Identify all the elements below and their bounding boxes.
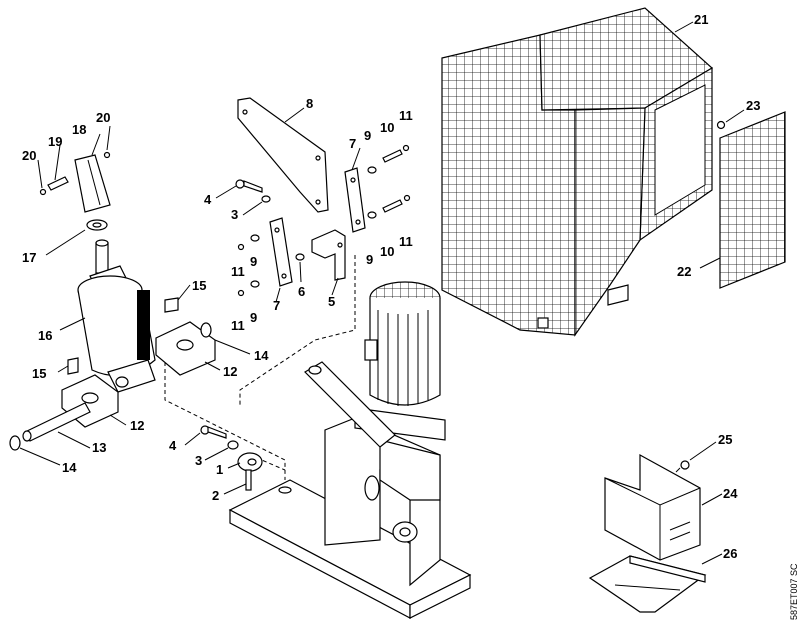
label-10a: 10 <box>380 120 394 135</box>
lever-arm <box>304 361 396 448</box>
drawing-code: 587ET007 SC <box>789 563 799 620</box>
clip-11a <box>402 144 410 152</box>
label-9c: 9 <box>250 254 257 269</box>
label-9d: 9 <box>250 310 257 325</box>
hex-bolt-bottom <box>200 425 227 439</box>
angle-bracket <box>311 229 346 281</box>
label-7b: 7 <box>273 298 280 313</box>
assembly-guide-lines <box>164 255 356 480</box>
leader-lines <box>19 21 745 565</box>
pin-10b <box>382 199 403 213</box>
washer-bottom <box>227 440 239 450</box>
bushing-9a <box>367 166 377 174</box>
label-10b: 10 <box>380 244 394 259</box>
clamp-block-upper <box>155 297 216 376</box>
label-8: 8 <box>306 96 313 111</box>
label-9a: 9 <box>364 128 371 143</box>
label-22: 22 <box>677 264 691 279</box>
circlip-14b <box>9 435 21 451</box>
label-11b: 11 <box>399 234 413 249</box>
label-14a: 14 <box>254 348 269 363</box>
chip-tray <box>588 555 707 613</box>
pin-19 <box>47 176 69 191</box>
flat-link-right <box>344 167 366 233</box>
label-15b: 15 <box>32 366 46 381</box>
label-6: 6 <box>298 284 305 299</box>
label-15a: 15 <box>192 278 206 293</box>
roller-1 <box>237 452 263 472</box>
label-1: 1 <box>216 462 223 477</box>
label-20b: 20 <box>96 110 110 125</box>
clip-20a <box>39 188 47 196</box>
clevis-fork <box>74 154 111 213</box>
label-18: 18 <box>72 122 86 137</box>
washer-top <box>261 195 271 203</box>
label-21: 21 <box>694 12 708 27</box>
bushing-6 <box>295 253 305 261</box>
bracket-plate <box>237 97 329 213</box>
circlip-14a <box>200 322 212 338</box>
label-13: 13 <box>92 440 106 455</box>
electric-motor <box>354 281 446 441</box>
label-12a: 12 <box>223 364 237 379</box>
pin-10a <box>382 149 403 163</box>
clip-11c <box>237 243 245 251</box>
label-17: 17 <box>22 250 36 265</box>
bushing-9c <box>250 234 260 242</box>
label-11a: 11 <box>399 108 413 123</box>
label-14b: 14 <box>62 460 77 475</box>
pin-2 <box>245 469 252 491</box>
label-26: 26 <box>723 546 737 561</box>
screw-25 <box>675 460 690 473</box>
screw-23 <box>716 120 726 130</box>
label-19: 19 <box>48 134 62 149</box>
hex-nut-17 <box>86 219 108 231</box>
rod-13 <box>22 402 91 442</box>
label-9b: 9 <box>366 252 373 267</box>
label-4b: 4 <box>169 438 177 453</box>
protective-grid-cage <box>441 7 714 337</box>
label-23: 23 <box>746 98 760 113</box>
label-3a: 3 <box>231 207 238 222</box>
bushing-9b <box>367 211 377 219</box>
label-7a: 7 <box>349 136 356 151</box>
label-12b: 12 <box>130 418 144 433</box>
flat-link-left <box>269 217 293 287</box>
label-16: 16 <box>38 328 52 343</box>
label-5: 5 <box>328 294 335 309</box>
hydraulic-cylinder <box>77 239 156 393</box>
clip-11b <box>403 194 411 202</box>
hex-bolt-top <box>235 179 263 193</box>
bushing-9d <box>250 280 260 288</box>
side-grid-panel <box>719 111 786 289</box>
part-labels: 21 22 23 24 25 26 8 7 9 10 11 4 3 11 10 … <box>22 12 760 561</box>
label-11d: 11 <box>231 318 245 333</box>
label-2: 2 <box>212 488 219 503</box>
cover-bracket <box>604 453 701 561</box>
label-11c: 11 <box>231 264 245 279</box>
label-3b: 3 <box>195 453 202 468</box>
press-c-frame <box>324 417 441 587</box>
label-25: 25 <box>718 432 732 447</box>
label-20a: 20 <box>22 148 36 163</box>
label-4a: 4 <box>204 192 212 207</box>
clip-11d <box>237 289 245 297</box>
label-24: 24 <box>723 486 738 501</box>
clip-20b <box>103 151 111 159</box>
